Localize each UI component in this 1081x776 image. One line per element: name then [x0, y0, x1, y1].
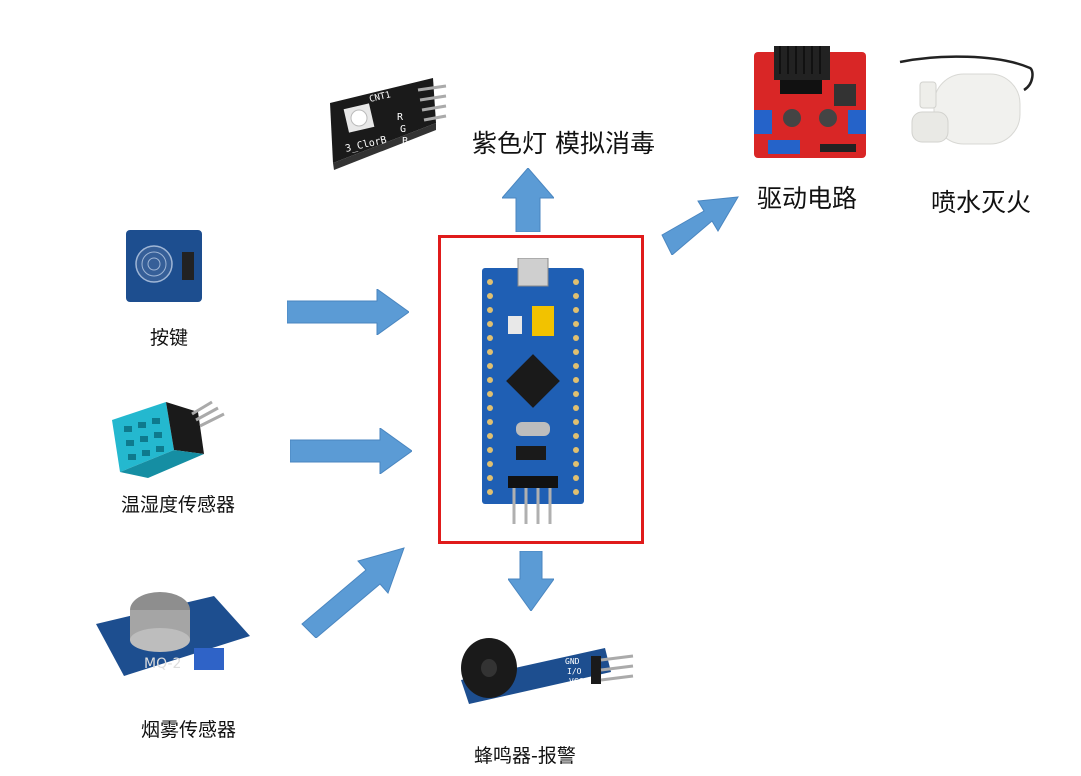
water-pump-image — [898, 54, 1038, 164]
motor-driver-board-image — [750, 44, 870, 162]
button-label: 按键 — [150, 327, 189, 349]
rgb-pin-label: R — [397, 112, 404, 123]
rgb-module-name: CNT1 — [368, 90, 391, 105]
rgb-pin-label: B — [402, 136, 408, 147]
arrow-up-icon — [502, 168, 554, 232]
mq2-model-label: MQ-2 — [144, 656, 181, 672]
buzzer-pin-label: I/O — [567, 667, 582, 676]
driver-circuit-label: 驱动电路 — [757, 184, 858, 213]
spray-fire-label: 喷水灭火 — [931, 188, 1032, 217]
dht11-sensor-image — [108, 392, 226, 480]
arrow-diagonal-up-right-icon — [301, 547, 405, 638]
buzzer-pin-label: GND — [565, 657, 580, 666]
temp-humidity-sensor-label: 温湿度传感器 — [121, 494, 236, 516]
arrow-diagonal-up-right-icon — [661, 196, 739, 255]
buzzer-label: 蜂鸣器-报警 — [474, 745, 576, 767]
rgb-pin-label: G — [400, 124, 406, 135]
smoke-sensor-label: 烟雾传感器 — [141, 719, 237, 741]
mq2-smoke-sensor-image: MQ-2 — [94, 576, 250, 680]
buzzer-module-image: GND I/O VCC — [455, 624, 635, 708]
arrow-right-icon — [287, 289, 409, 335]
stm32-board-image — [478, 258, 588, 524]
uv-lamp-label: 紫色灯 模拟消毒 — [472, 129, 655, 158]
buzzer-pin-label: VCC — [569, 677, 584, 686]
controller-highlight-box — [438, 235, 644, 544]
arrow-down-icon — [508, 551, 554, 611]
rgb-led-module-image: CNT1 3_ClorB R G B — [318, 68, 448, 176]
touch-button-module-image — [124, 226, 206, 308]
arrow-right-icon — [290, 428, 412, 474]
